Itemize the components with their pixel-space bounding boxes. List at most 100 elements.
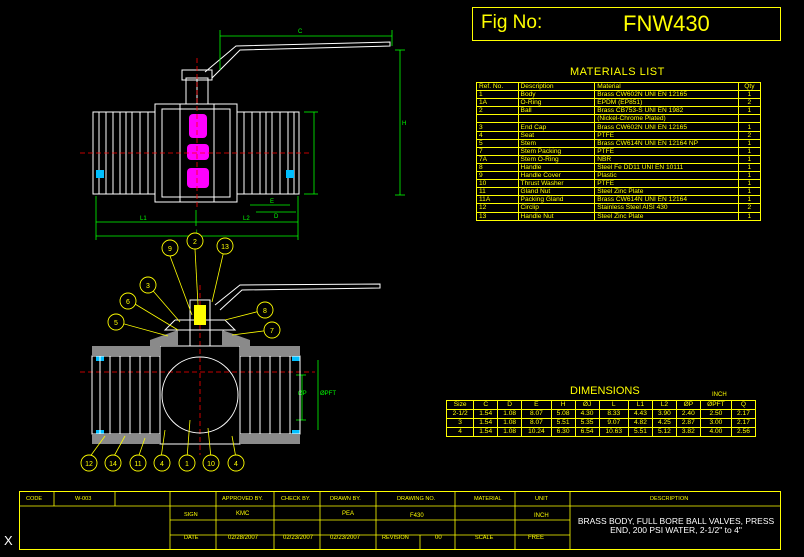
materials-cell: Stainless Steel AISI 430 — [594, 203, 739, 213]
balloon-10 — [202, 454, 220, 472]
balloon-4b-text: 4 — [234, 461, 238, 468]
materials-cell: 1 — [737, 195, 762, 205]
corner-x-mark: X — [4, 533, 13, 548]
balloon-8 — [256, 301, 274, 319]
body-markings — [187, 114, 209, 188]
dim-p-label: ØP — [298, 391, 307, 397]
materials-cell: PTFE — [594, 130, 739, 140]
balloon-5-text: 5 — [114, 320, 118, 327]
materials-cell: Handle Cover — [517, 171, 596, 181]
dimensions-unit: INCH — [712, 392, 727, 398]
materials-cell: Steel Zinc Plate — [594, 211, 739, 221]
dimensions-cell: 2-1/2 — [445, 409, 475, 419]
approved-date: 02/28/2007 — [228, 535, 259, 541]
unit-label: UNIT — [535, 496, 549, 502]
dimensions-cell: 10.24 — [521, 427, 552, 437]
figure-label: Fig No: — [481, 12, 543, 33]
materials-header-cell: Description — [517, 81, 596, 92]
title-block — [19, 491, 781, 550]
description-text: BRASS BODY, FULL BORE BALL VALVES, PRESS… — [577, 516, 775, 535]
balloon-11-text: 11 — [134, 461, 141, 468]
dimensions-header-cell: E — [521, 400, 552, 410]
materials-cell: 7A — [476, 154, 519, 164]
materials-cell: 12 — [476, 203, 519, 213]
balloon-1-text: 1 — [185, 461, 189, 468]
materials-cell: 1 — [737, 146, 762, 156]
materials-cell: 2 — [476, 106, 519, 116]
check-date: 02/23/2007 — [283, 535, 314, 541]
materials-cell: (Nickel-Chrome Plated) — [594, 114, 739, 124]
materials-cell — [476, 114, 519, 124]
materials-row: (Nickel-Chrome Plated) — [476, 114, 762, 124]
balloon-1 — [178, 454, 196, 472]
description-label: DESCRIPTION — [650, 496, 689, 502]
materials-cell: 1 — [737, 179, 762, 189]
materials-cell: PTFE — [594, 179, 739, 189]
dimensions-header-cell: ØP — [675, 400, 701, 410]
dimensions-cell: 3.90 — [651, 409, 677, 419]
unit-value: INCH — [534, 513, 549, 519]
dimensions-cell: 5.35 — [574, 418, 600, 428]
materials-cell: Steel Fe DD11 UNI EN 10111 — [594, 162, 739, 173]
materials-cell: 1 — [737, 171, 762, 181]
materials-cell: Ball — [517, 106, 596, 116]
dimensions-header-cell: Q — [730, 400, 757, 410]
dim-d-label: D — [274, 214, 279, 220]
materials-cell: 8 — [476, 162, 519, 173]
materials-cell: 1 — [737, 90, 762, 100]
materials-cell: O-Ring — [517, 98, 596, 108]
dim-l-label: L — [196, 230, 200, 236]
balloon-3-text: 3 — [146, 283, 150, 290]
dimensions-cell: 2.17 — [730, 409, 757, 419]
balloon-9 — [161, 239, 179, 257]
materials-cell: Steel Zinc Plate — [594, 187, 739, 197]
dimensions-cell: 5.12 — [651, 427, 677, 437]
sign-label: SIGN — [184, 512, 198, 518]
dimensions-header-cell: L2 — [651, 400, 677, 410]
materials-cell: 13 — [476, 211, 519, 221]
balloon-11 — [129, 454, 147, 472]
materials-cell: Thrust Washer — [517, 179, 596, 189]
dimensions-cell: 4 — [445, 427, 475, 437]
approved-label: APPROVED BY. — [222, 496, 263, 502]
dimensions-cell: 8.33 — [598, 409, 629, 419]
materials-cell: 1 — [737, 211, 762, 221]
dimensions-header-cell: ØJ — [574, 400, 600, 410]
dimensions-cell: 1.54 — [473, 427, 499, 437]
materials-cell: 2 — [737, 98, 762, 108]
balloon-3 — [139, 276, 157, 294]
balloon-4a — [153, 454, 171, 472]
materials-cell: Stem O-Ring — [517, 154, 596, 164]
revision-value: 00 — [435, 535, 442, 541]
dim-e-label: E — [270, 199, 274, 205]
dimensions-cell: 2.17 — [730, 418, 757, 428]
dimensions-cell: 3.82 — [675, 427, 701, 437]
materials-cell: End Cap — [517, 122, 596, 132]
materials-cell: Handle — [517, 162, 596, 173]
title-block-grid — [19, 491, 781, 550]
materials-cell: 5 — [476, 138, 519, 148]
dimensions-cell: 6.54 — [574, 427, 600, 437]
balloon-2 — [186, 232, 204, 250]
dimensions-cell: 3 — [445, 418, 475, 428]
dim-c-label: C — [298, 29, 303, 35]
balloon-13 — [216, 237, 234, 255]
dimensions-cell: 2.87 — [675, 418, 701, 428]
materials-cell: 1 — [737, 154, 762, 164]
dimensions-cell: 5.51 — [628, 427, 653, 437]
scale-value: FREE — [528, 535, 545, 541]
